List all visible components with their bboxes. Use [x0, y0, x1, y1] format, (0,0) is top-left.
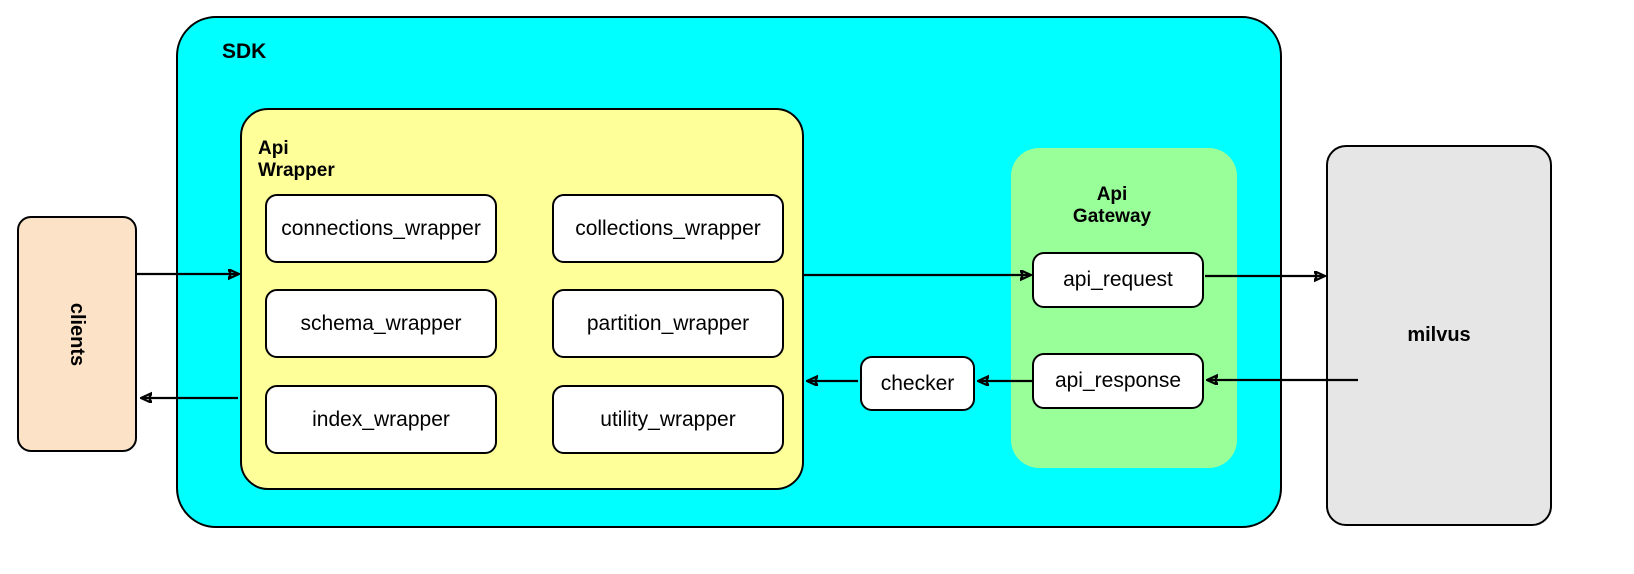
api-wrapper-label-line2: Wrapper: [258, 159, 335, 181]
module-index-wrapper[interactable]: index_wrapper: [265, 385, 497, 454]
api-request-node[interactable]: api_request: [1032, 252, 1204, 308]
checker-label: checker: [880, 371, 955, 395]
sdk-label: SDK: [222, 40, 267, 63]
clients-node[interactable]: clients: [17, 216, 137, 452]
api-gateway-label-line2: Gateway: [1072, 205, 1152, 227]
api-request-label: api_request: [1063, 268, 1173, 291]
module-label: index_wrapper: [312, 407, 450, 431]
milvus-node[interactable]: milvus: [1326, 145, 1552, 526]
api-gateway-label-line1: Api: [1096, 184, 1128, 206]
api-response-label: api_response: [1054, 369, 1182, 392]
api-gateway-label: Api Gateway: [1022, 163, 1202, 248]
module-label: schema_wrapper: [300, 311, 462, 335]
module-connections-wrapper[interactable]: connections_wrapper: [265, 194, 497, 263]
api-wrapper-label: Api Wrapper: [258, 117, 378, 202]
module-partition-wrapper[interactable]: partition_wrapper: [552, 289, 784, 358]
module-label: collections_wrapper: [575, 216, 761, 240]
module-utility-wrapper[interactable]: utility_wrapper: [552, 385, 784, 454]
api-wrapper-label-line1: Api: [258, 138, 289, 160]
milvus-label: milvus: [1407, 324, 1471, 346]
checker-node[interactable]: checker: [860, 356, 975, 411]
module-label: connections_wrapper: [281, 216, 481, 240]
api-gateway-container[interactable]: [1011, 148, 1237, 468]
api-response-node[interactable]: api_response: [1032, 353, 1204, 409]
module-label: utility_wrapper: [600, 407, 736, 431]
module-collections-wrapper[interactable]: collections_wrapper: [552, 194, 784, 263]
module-label: partition_wrapper: [586, 311, 750, 335]
module-schema-wrapper[interactable]: schema_wrapper: [265, 289, 497, 358]
clients-label: clients: [66, 302, 89, 366]
